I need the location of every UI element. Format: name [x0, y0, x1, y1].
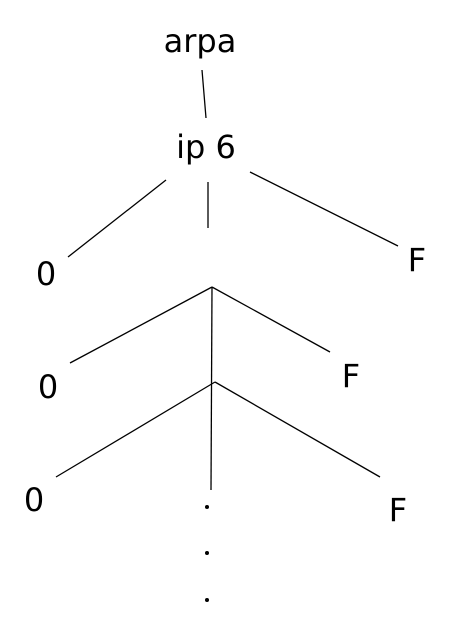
edge-spine: [210, 286, 213, 491]
edge-level3-left-0: [55, 381, 216, 478]
edge-arpa-ip6: [201, 69, 207, 119]
continuation-ellipsis: ⋮: [205, 505, 209, 602]
node-right-F-level3: F: [389, 491, 407, 529]
edge-level2-right-F: [211, 286, 331, 353]
node-right-F-level2: F: [342, 357, 360, 395]
edge-level3-right-F: [214, 381, 381, 478]
edge-ip6-left-0: [67, 179, 167, 258]
node-left-0-level1: 0: [36, 255, 56, 293]
node-arpa: arpa: [164, 22, 237, 60]
node-right-F-level1: F: [408, 241, 426, 279]
node-left-0-level2: 0: [38, 368, 58, 406]
edge-ip6-right-F: [249, 171, 399, 247]
ellipsis-dot-1: [205, 505, 209, 509]
ellipsis-dot-3: [205, 598, 209, 602]
ellipsis-dot-2: [205, 551, 209, 555]
node-ip6: ip 6: [176, 128, 236, 166]
node-left-0-level3: 0: [24, 481, 44, 519]
edge-level2-left-0: [69, 286, 213, 364]
